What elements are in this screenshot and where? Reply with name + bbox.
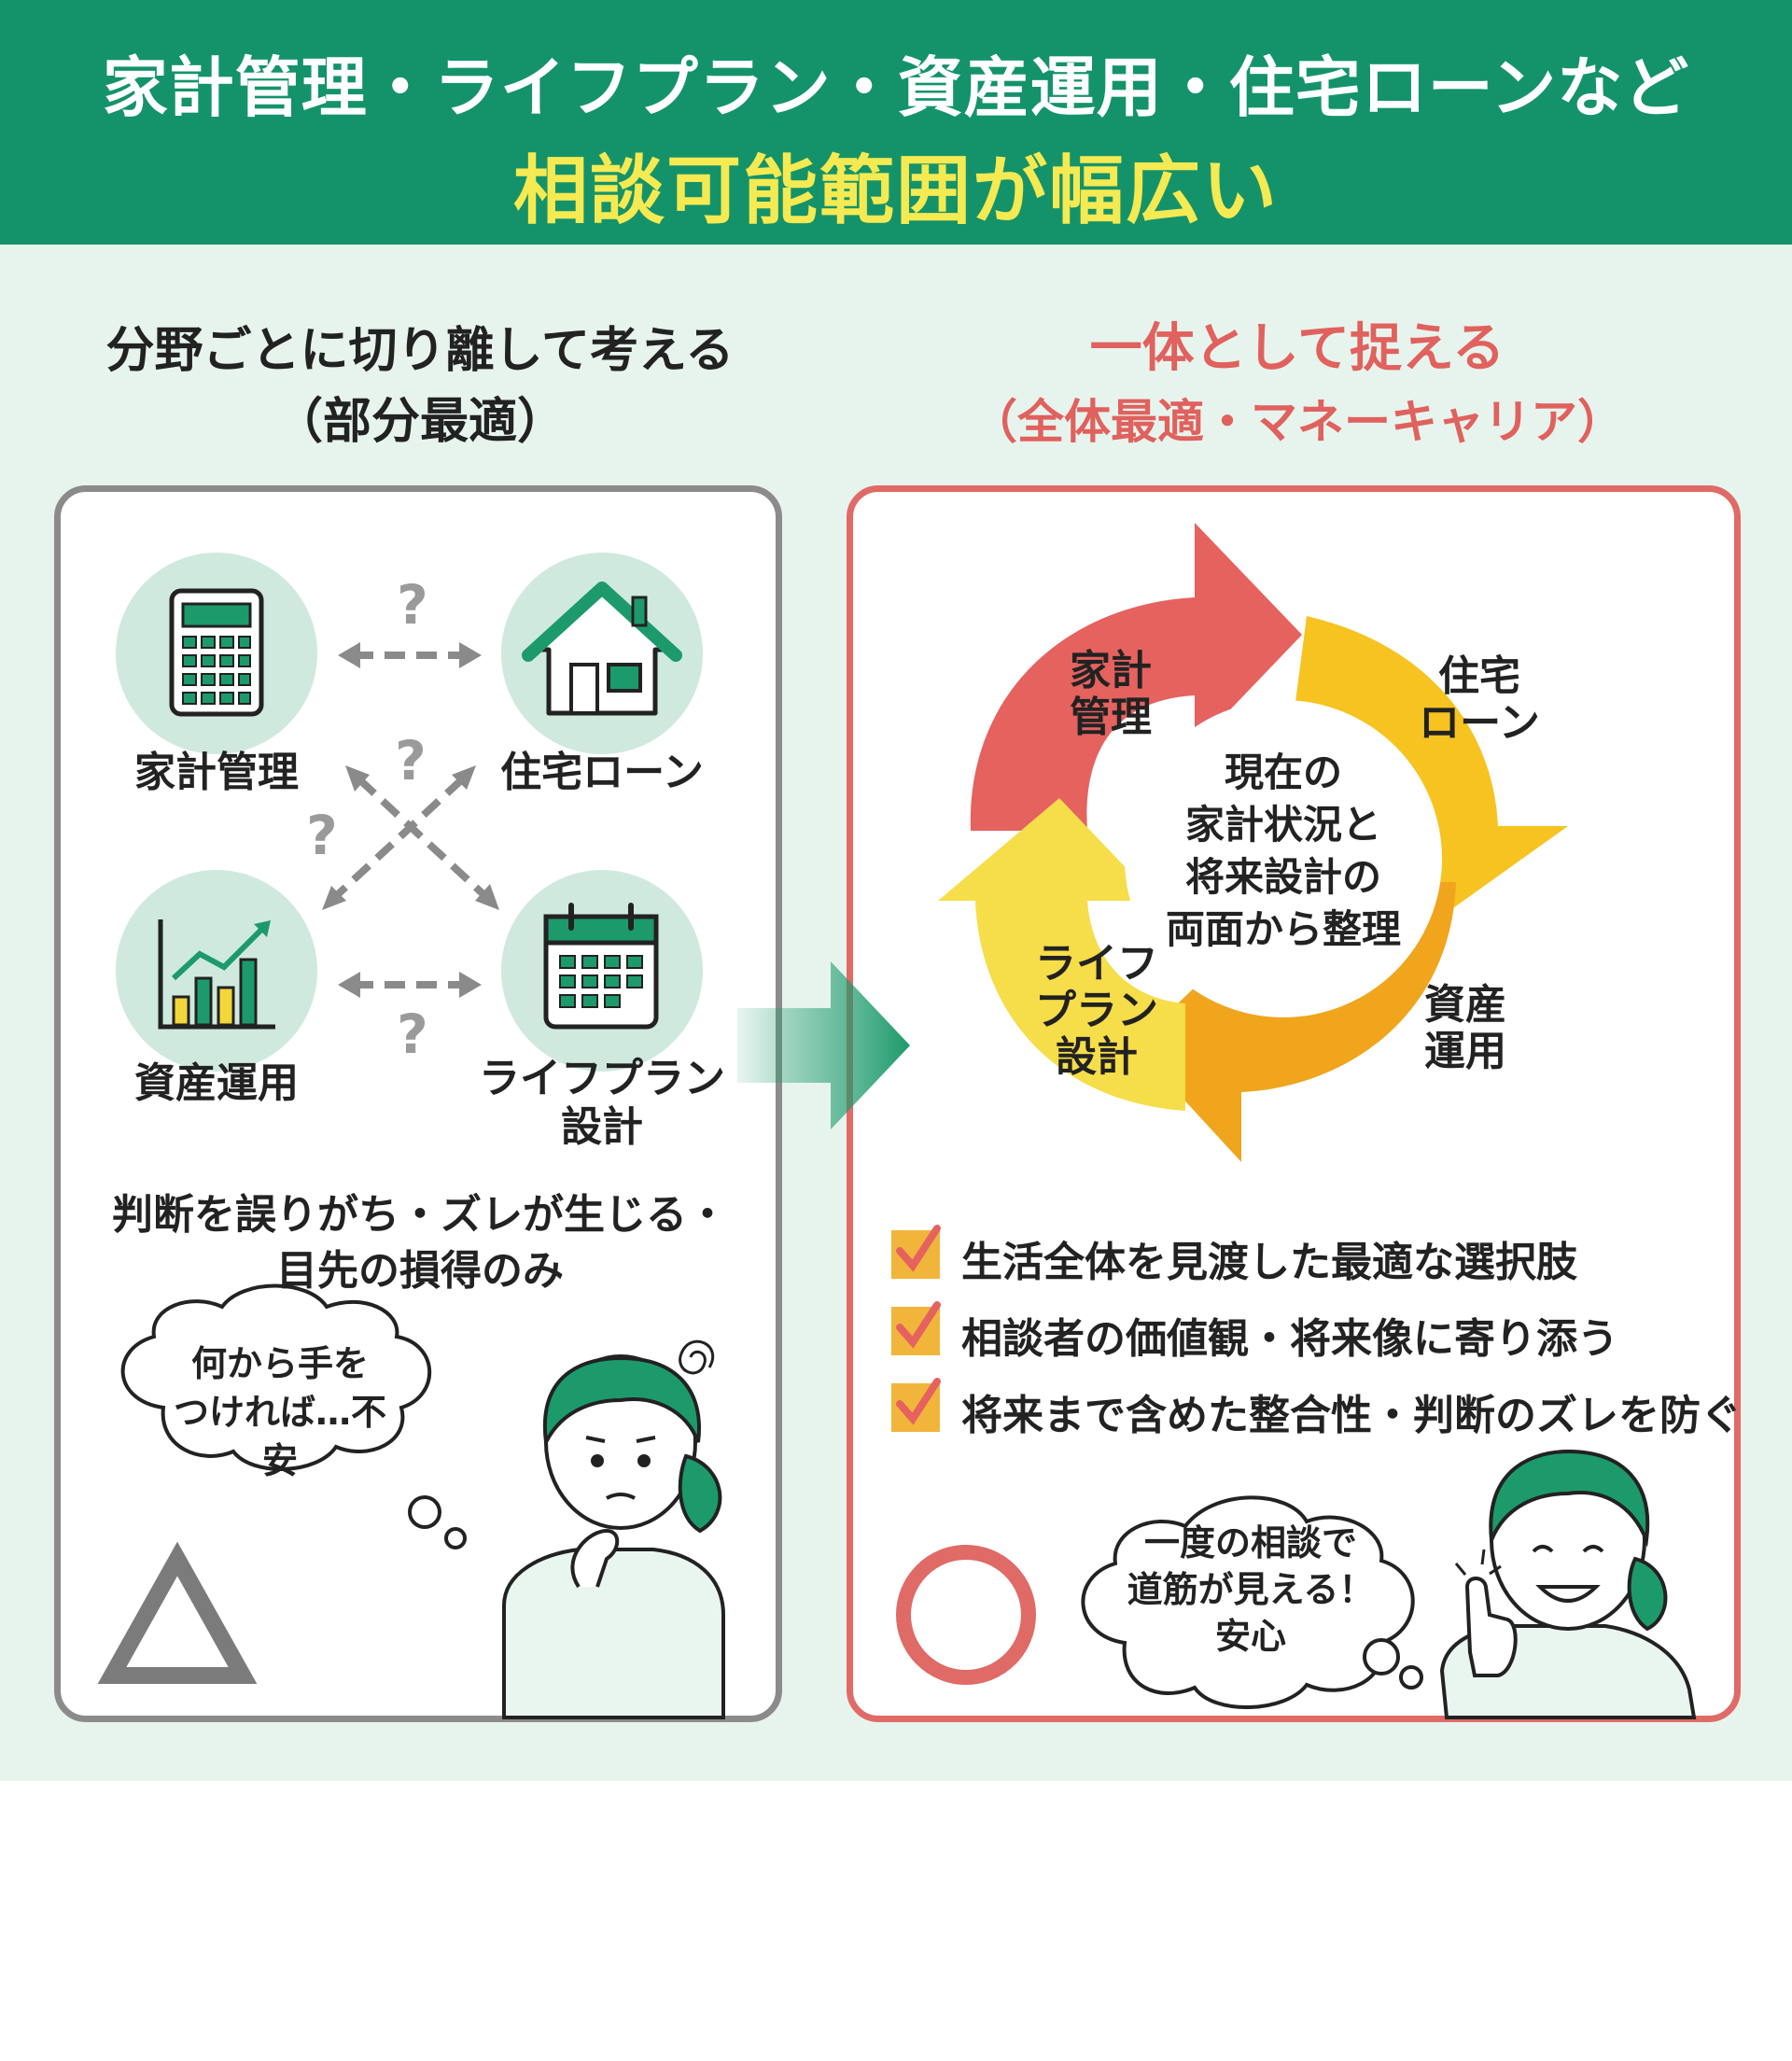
cycle-label-housing-loan-2: ローン — [1419, 699, 1540, 747]
cycle-label-life-plan-2: プラン — [1035, 987, 1158, 1034]
label-household: 家計管理 — [134, 749, 299, 796]
title-line1: 家計管理・ライフプラン・資産運用・住宅ローンなど — [102, 49, 1690, 126]
thought-bubble-left — [120, 1283, 467, 1549]
left-bubble-text: 何から手を つければ…不安 — [159, 1339, 401, 1485]
left-bubble-line2: つければ…不安 — [173, 1392, 386, 1481]
thought-bubble-right — [1081, 1495, 1423, 1710]
left-problem-line1: 判断を誤りがち・ズレが生じる・ — [112, 1191, 728, 1239]
check-item-3: 将来まで含めた整合性・判断のズレを防ぐ — [961, 1392, 1742, 1439]
house-icon — [522, 582, 682, 716]
cycle-label-household-1: 家計 — [1070, 647, 1152, 694]
question-mark-icon: ? — [397, 573, 428, 637]
cycle-label-life-plan-3: 設計 — [1056, 1033, 1138, 1081]
check-item-2: 相談者の価値観・将来像に寄り添う — [961, 1315, 1618, 1363]
left-heading-line1: 分野ごとに切り離して考える — [105, 323, 735, 379]
left-problem-text: 判断を誤りがち・ズレが生じる・ 目先の損得のみ — [65, 1187, 775, 1299]
checkbox-icons — [891, 1225, 941, 1432]
question-mark-icon: ? — [397, 1002, 428, 1066]
question-mark-icon: ? — [306, 804, 338, 867]
right-heading-line1: 一体として捉える — [1089, 318, 1505, 379]
cycle-center-line4: 両面から整理 — [1165, 906, 1401, 952]
cycle-label-asset-2: 運用 — [1424, 1028, 1506, 1075]
label-asset-management: 資産運用 — [134, 1059, 299, 1107]
dashed-arrows — [333, 652, 488, 988]
chart-icon — [158, 919, 275, 1030]
circle-rating-icon — [896, 1545, 1036, 1685]
cycle-label-life-plan: ライフ プラン 設計 — [1003, 941, 1190, 1081]
arrow-heads — [322, 642, 499, 998]
label-housing-loan: 住宅ローン — [500, 749, 704, 796]
cycle-label-life-plan-1: ライフ — [1035, 940, 1158, 988]
right-bubble-line1: 一度の相談で — [1143, 1522, 1357, 1563]
chart-icon-bg — [116, 870, 317, 1072]
cycle-label-asset-1: 資産 — [1424, 981, 1506, 1029]
left-problem-line2: 目先の損得のみ — [276, 1247, 564, 1295]
triangle-rating-icon — [97, 1541, 258, 1684]
cycle-label-household-2: 管理 — [1070, 694, 1152, 741]
happy-person-illustration — [1439, 1449, 1697, 1719]
calculator-icon — [169, 588, 264, 717]
right-bubble-text: 一度の相談で 道筋が見える！ 安心 — [1120, 1520, 1381, 1660]
cycle-arrow-life-plan — [938, 798, 1185, 1111]
question-mark-icon: ? — [395, 729, 427, 792]
worried-person-illustration — [502, 1339, 725, 1719]
cycle-label-household: 家計 管理 — [1036, 648, 1185, 741]
right-bubble-line3: 安心 — [1214, 1616, 1286, 1657]
left-bubble-line1: 何から手を — [190, 1343, 369, 1384]
cycle-center-line2: 家計状況と — [1184, 802, 1381, 848]
check-item-1: 生活全体を見渡した最適な選択肢 — [961, 1239, 1577, 1286]
cycle-diagram — [938, 523, 1568, 1162]
label-life-plan-design: 設計 — [561, 1103, 643, 1151]
cycle-label-asset: 資産 運用 — [1391, 982, 1540, 1075]
title-line2: 相談可能範囲が幅広い — [513, 147, 1279, 234]
right-heading-line2: （全体最適・マネーキャリア） — [971, 395, 1624, 449]
cycle-arrow-household — [970, 523, 1302, 831]
cycle-label-housing-loan-1: 住宅 — [1438, 652, 1520, 700]
label-life-plan: ライフプラン — [479, 1055, 725, 1102]
title-banner: 家計管理・ライフプラン・資産運用・住宅ローンなど 相談可能範囲が幅広い — [0, 0, 1792, 245]
calendar-icon — [543, 903, 659, 1030]
left-heading: 分野ごとに切り離して考える （部分最適） — [37, 315, 803, 457]
cycle-center-text: 現在の 家計状況と 将来設計の 両面から整理 — [1143, 747, 1423, 956]
left-heading-line2: （部分最適） — [273, 394, 566, 450]
right-heading: 一体として捉える （全体最適・マネーキャリア） — [840, 313, 1755, 458]
right-bubble-line2: 道筋が見える！ — [1127, 1569, 1375, 1610]
cycle-center-line1: 現在の — [1224, 750, 1342, 795]
transition-arrow — [737, 961, 910, 1129]
cycle-label-housing-loan: 住宅 ローン — [1405, 653, 1554, 747]
cycle-center-line3: 将来設計の — [1184, 854, 1381, 900]
